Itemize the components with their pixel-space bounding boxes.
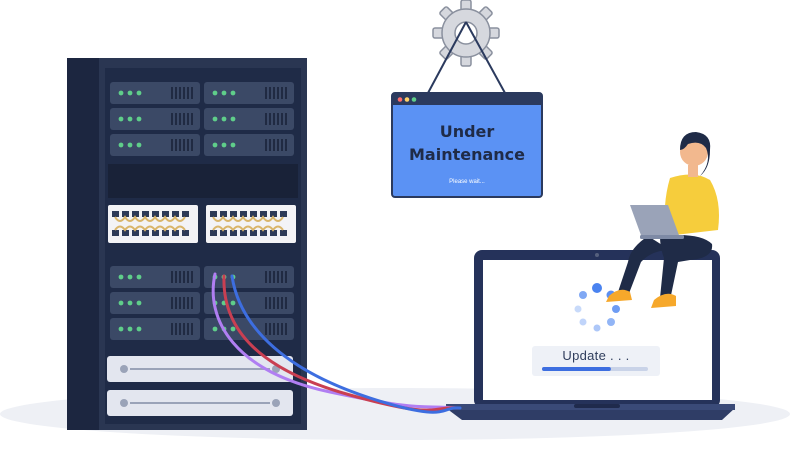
update-status-label: Update . . . (562, 348, 630, 363)
person-with-laptop (606, 132, 719, 308)
drive-bays (107, 356, 293, 416)
hanging-sign (391, 0, 543, 198)
server-units-top (110, 82, 294, 156)
empty-bay (108, 164, 298, 198)
gear-icon (432, 0, 500, 67)
patch-panels (108, 205, 296, 243)
progress-fill (542, 367, 611, 371)
sign-title: Under Maintenance (408, 122, 525, 164)
network-cables (211, 272, 462, 414)
sign-subtitle: Please wait... (449, 179, 485, 185)
server-rack (67, 58, 307, 430)
laptop (446, 250, 735, 420)
